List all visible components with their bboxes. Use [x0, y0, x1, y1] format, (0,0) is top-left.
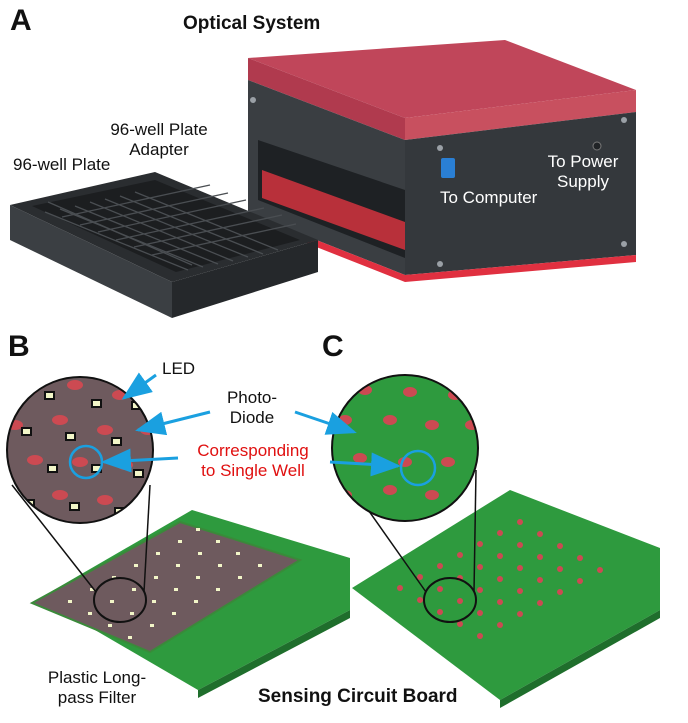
single-well-ring-c	[399, 449, 437, 487]
zoom-circle-c	[331, 374, 479, 522]
label-to-computer: To Computer	[440, 188, 538, 207]
optical-system-title: Optical System	[183, 13, 321, 34]
label-long-pass-filter: Plastic Long- pass Filter	[47, 668, 147, 707]
sensing-board-b	[11, 484, 350, 698]
label-single-well: Corresponding to Single Well	[197, 441, 309, 480]
arrow-led	[121, 372, 157, 400]
arrow-single-well-b	[101, 448, 179, 473]
zoom-circle-b	[6, 376, 154, 524]
panel-letter-a: A	[10, 4, 32, 37]
arrow-single-well-c	[329, 452, 401, 477]
label-plate-adapter: 96-well Plate Adapter	[110, 120, 208, 159]
label-led: LED	[162, 359, 196, 378]
panel-letter-c: C	[322, 330, 344, 363]
well-plate-and-adapter	[10, 172, 318, 318]
label-photodiode: Photo- Diode	[226, 388, 278, 427]
arrow-photodiode-b	[135, 410, 211, 436]
label-to-power-supply: To Power Supply	[547, 152, 619, 191]
sensing-board-title: Sensing Circuit Board	[258, 686, 458, 707]
callout-arrows	[101, 372, 401, 477]
panel-letter-b: B	[8, 330, 30, 363]
label-96-well-plate: 96-well Plate	[13, 155, 111, 174]
arrow-photodiode-c	[294, 410, 357, 435]
